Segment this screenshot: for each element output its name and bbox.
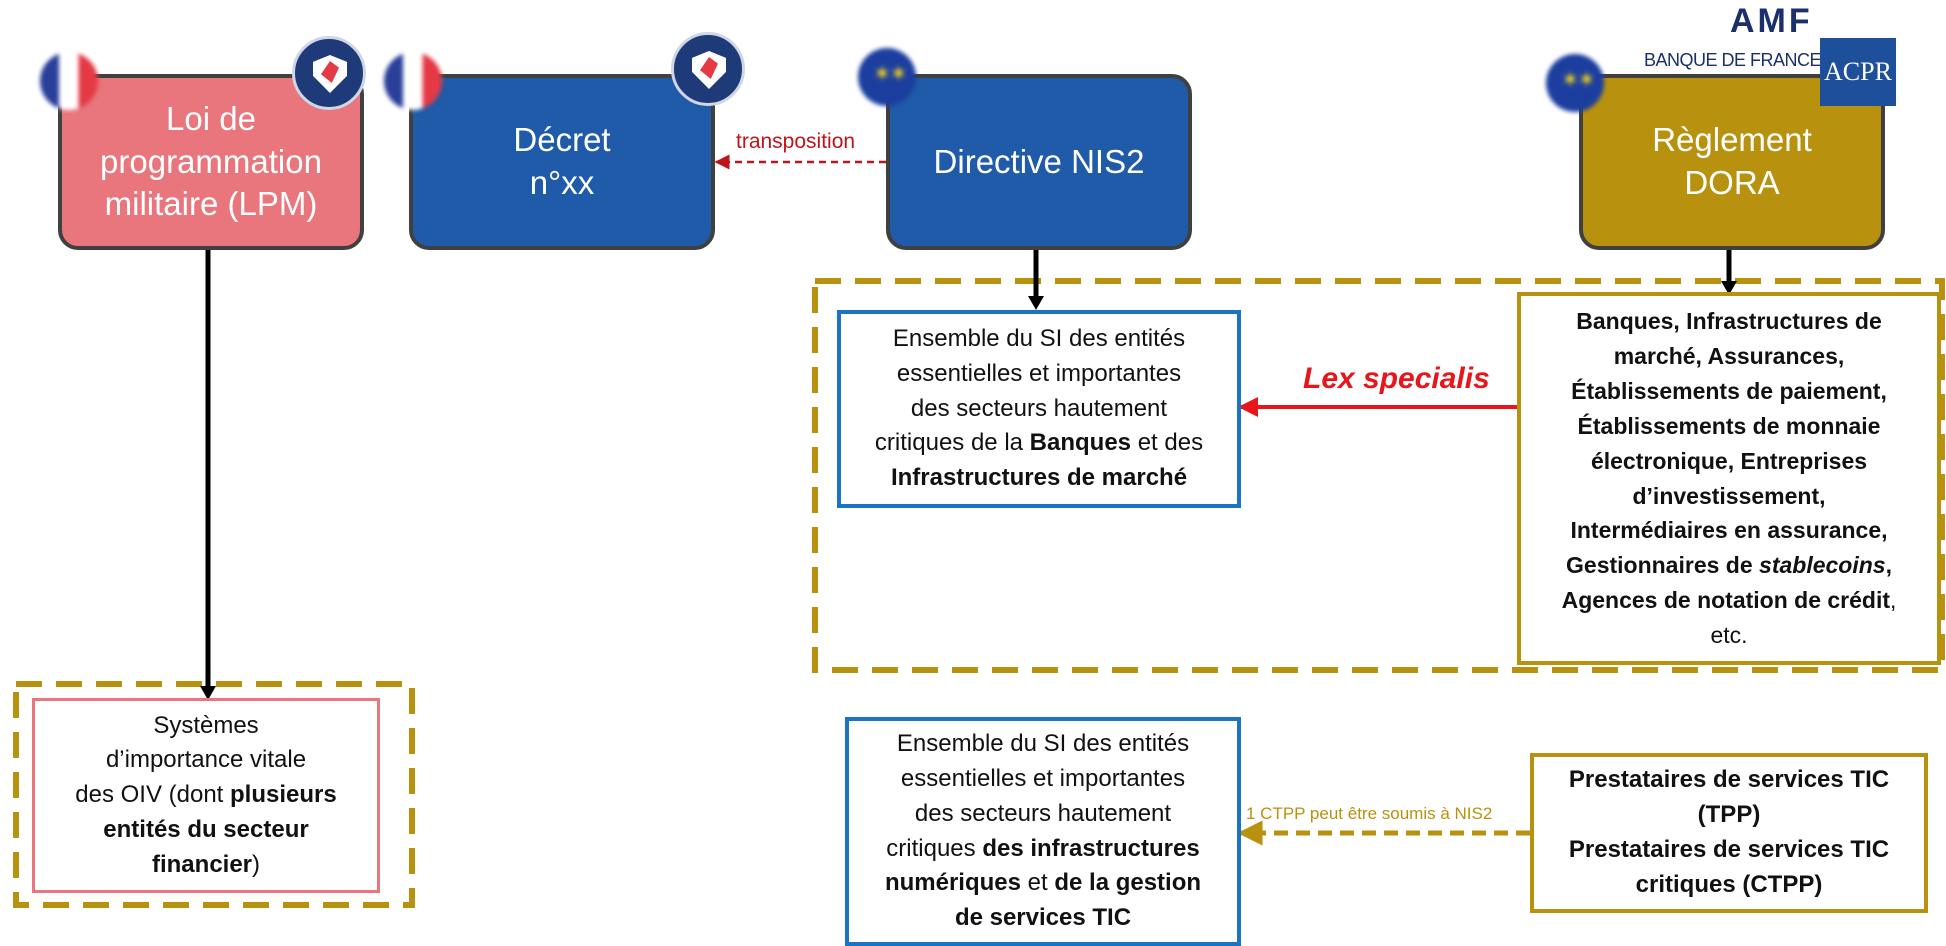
law-lpm-line3: militaire (LPM): [104, 185, 318, 223]
tpp-line4: critiques (CTPP): [1635, 870, 1823, 898]
nis2-digital-line5: numériques et de la gestion: [884, 869, 1202, 897]
tpp-line3: Prestataires de services TIC: [1568, 836, 1890, 863]
law-lpm-line2: programmation: [100, 142, 322, 180]
dora-entities-line2: marché, Assurances,: [1613, 342, 1845, 369]
transposition-label: transposition: [736, 130, 856, 153]
law-lpm-line1: Loi de: [166, 99, 256, 137]
law-decret-box: Décret n°xx: [409, 74, 715, 250]
tpp-box: Prestataires de services TIC (TPP) Prest…: [1530, 753, 1928, 913]
oiv-line5: financier): [151, 850, 261, 878]
nis2-finance-line4: critiques de la Banques et des: [874, 429, 1204, 457]
dora-arrowhead: [1721, 281, 1737, 295]
oiv-line4: entités du secteur: [103, 815, 309, 843]
anssi-seal-icon: [671, 32, 745, 106]
lpm-to-oiv-arrowhead: [200, 686, 216, 700]
law-lpm-box: Loi de programmation militaire (LPM): [58, 74, 364, 250]
nis2-finance-line3: des secteurs hautement: [910, 394, 1168, 422]
eu-flag-icon: ✶✶: [1546, 54, 1604, 112]
dora-entities-line5: électronique, Entreprises: [1590, 447, 1868, 474]
tpp-line1: Prestataires de services TIC: [1568, 766, 1890, 794]
law-decret-line1: Décret: [513, 121, 611, 159]
nis2-digital-line3: des secteurs hautement: [914, 799, 1172, 827]
nis2-digital-box: Ensemble du SI des entités essentielles …: [845, 717, 1241, 946]
nis2-digital-line1: Ensemble du SI des entités: [896, 730, 1190, 758]
french-flag-icon: [40, 52, 98, 110]
nis2-arrowhead: [1028, 296, 1044, 310]
dora-entities-line9: Agences de notation de crédit,: [1561, 587, 1897, 614]
dora-entities-line7: Intermédiaires en assurance,: [1570, 517, 1888, 544]
dora-entities-line10: etc.: [1710, 622, 1748, 649]
tpp-line2: (TPP): [1697, 801, 1761, 829]
acpr-logo: ACPR: [1820, 38, 1896, 106]
banque-de-france-logo: BANQUE DE FRANCE: [1644, 50, 1822, 70]
law-nis2-title: Directive NIS2: [933, 142, 1145, 180]
lex-specialis-label: Lex specialis: [1303, 362, 1490, 395]
eu-flag-icon: ✶✶: [858, 48, 916, 106]
oiv-systems-box: Systèmes d’importance vitale des OIV (do…: [32, 698, 380, 893]
dora-entities-line1: Banques, Infrastructures de: [1576, 307, 1882, 334]
french-flag-icon: [384, 52, 442, 110]
law-decret-line2: n°xx: [529, 164, 595, 201]
dora-entities-line4: Établissements de monnaie: [1577, 412, 1881, 439]
law-nis2-box: Directive NIS2: [886, 74, 1192, 250]
nis2-digital-line4: critiques des infrastructures: [886, 834, 1200, 862]
oiv-scope-frame: [13, 681, 415, 908]
ctpp-nis2-label: 1 CTPP peut être soumis à NIS2: [1246, 804, 1493, 823]
dora-entities-line6: d’investissement,: [1632, 482, 1826, 509]
dora-entities-box: Banques, Infrastructures de marché, Assu…: [1517, 292, 1941, 665]
nis2-finance-line2: essentielles et importantes: [896, 359, 1182, 387]
law-dora-line1: Règlement: [1652, 121, 1812, 159]
oiv-line1: Systèmes: [153, 711, 259, 739]
nis2-finance-line5: Infrastructures de marché: [890, 464, 1188, 492]
dora-entities-line8: Gestionnaires de stablecoins,: [1566, 552, 1892, 579]
law-dora-line2: DORA: [1684, 164, 1780, 201]
amf-logo: AMF: [1730, 2, 1813, 40]
dora-entities-line3: Établissements de paiement,: [1571, 377, 1887, 404]
oiv-line3: des OIV (dont plusieurs: [75, 781, 337, 809]
nis2-digital-line2: essentielles et importantes: [900, 764, 1186, 792]
nis2-digital-line6: de services TIC: [954, 904, 1132, 932]
oiv-line2: d’importance vitale: [105, 746, 307, 774]
dora-scope-frame: [812, 278, 1945, 673]
nis2-finance-box: Ensemble du SI des entités essentielles …: [837, 310, 1241, 508]
anssi-seal-icon: [292, 36, 366, 110]
nis2-finance-line1: Ensemble du SI des entités: [892, 325, 1186, 352]
